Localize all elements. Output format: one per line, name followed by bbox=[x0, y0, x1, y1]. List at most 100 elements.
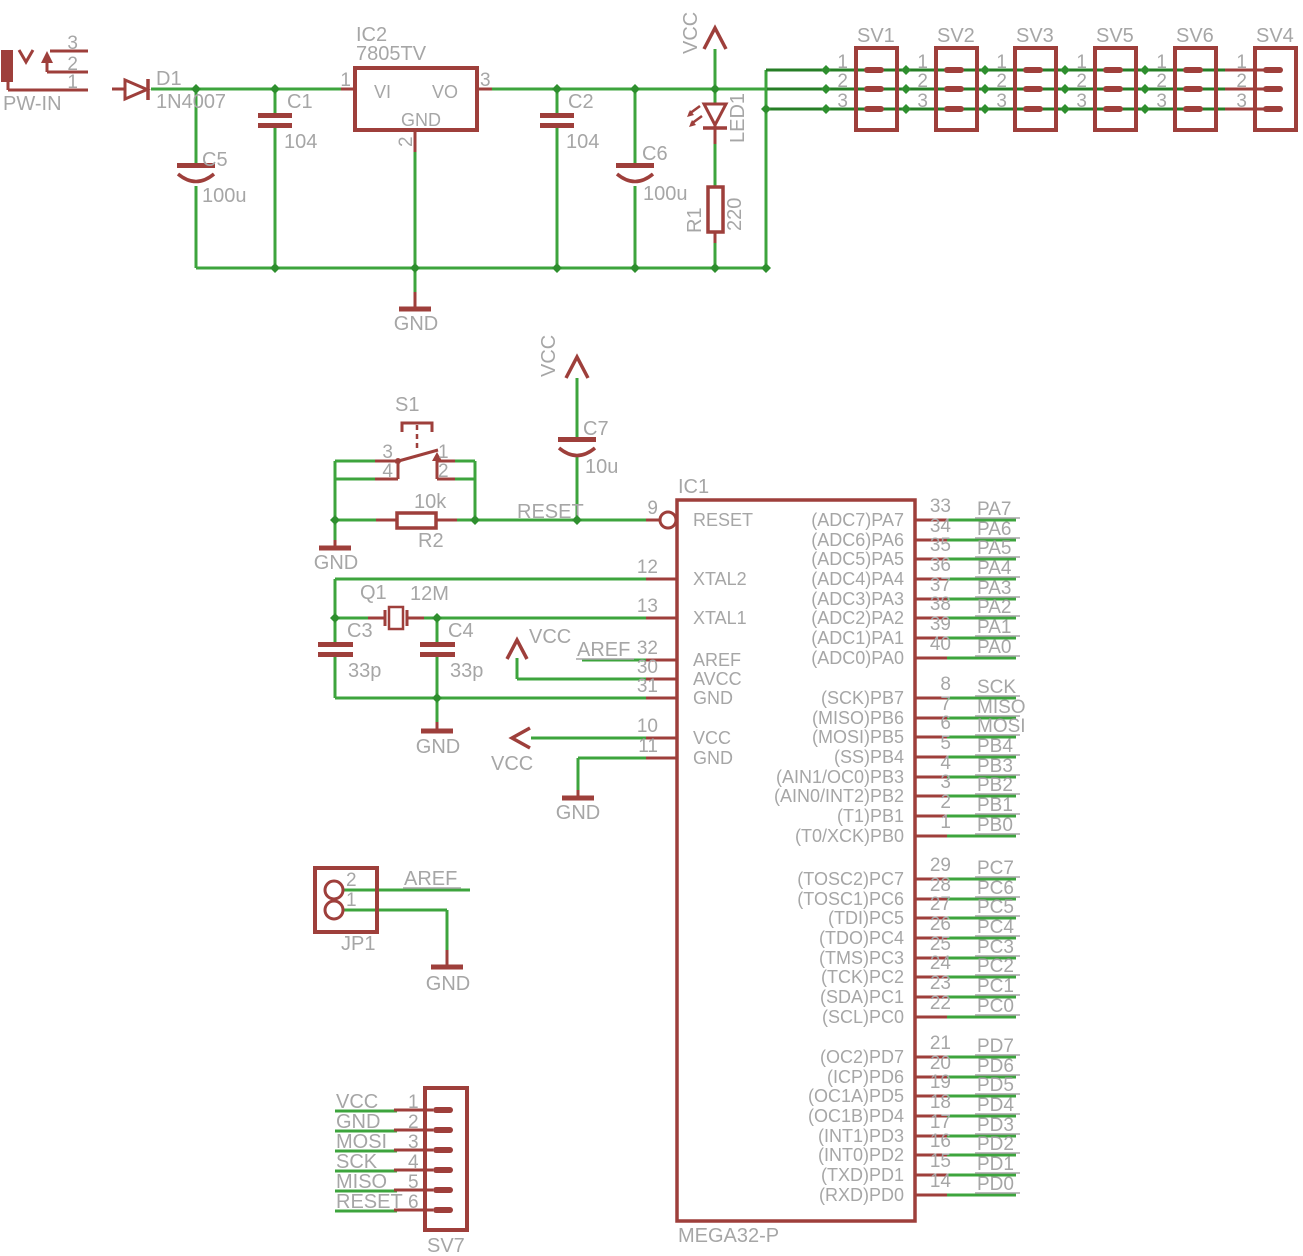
pin-number: 1 bbox=[408, 1092, 419, 1113]
part-value: 100u bbox=[643, 183, 688, 205]
pin-stub bbox=[433, 1127, 453, 1133]
pin-inner-label: (SDA)PC1 bbox=[820, 987, 904, 1007]
header-box bbox=[854, 46, 899, 132]
pin-number: 11 bbox=[638, 736, 658, 757]
pin-number: 1 bbox=[346, 890, 357, 911]
net-label: SCK bbox=[336, 1151, 378, 1173]
net-label: MOSI bbox=[977, 716, 1026, 737]
net-label: PC3 bbox=[977, 937, 1014, 958]
net-label: GND bbox=[314, 552, 358, 574]
pin-number: 20 bbox=[930, 1053, 951, 1074]
pin-number: 25 bbox=[930, 934, 951, 955]
cap-plate-icon bbox=[616, 163, 654, 168]
jumper-pin-circle bbox=[323, 899, 345, 921]
net-label: MOSI bbox=[336, 1131, 387, 1153]
pin-inner-label: (TXD)PD1 bbox=[821, 1165, 904, 1185]
pin-inner-label: (TOSC2)PC7 bbox=[797, 869, 904, 889]
pin-number: 2 bbox=[996, 71, 1007, 92]
junction-dot bbox=[1140, 84, 1150, 94]
header-title: SV1 bbox=[857, 25, 895, 47]
net-label: PD1 bbox=[977, 1154, 1014, 1175]
pin-inner-label: (ADC2)PA2 bbox=[811, 608, 904, 628]
pin-inner-label: VO bbox=[432, 82, 458, 102]
pin-number: 12 bbox=[637, 557, 658, 578]
junction-dot bbox=[980, 104, 990, 114]
cap-curved-plate-icon bbox=[615, 172, 655, 184]
pin-inner-label: (AIN0/INT2)PB2 bbox=[774, 786, 904, 806]
header-title: SV3 bbox=[1016, 25, 1054, 47]
pin-number: 3 bbox=[996, 91, 1007, 112]
pin-stub bbox=[1103, 67, 1123, 73]
cap-c1: C1 104 bbox=[258, 91, 317, 153]
pin-stub bbox=[1183, 67, 1203, 73]
pin-number: 1 bbox=[340, 70, 351, 91]
pin-inner-label: (T1)PB1 bbox=[837, 806, 904, 826]
pin-number: 1 bbox=[940, 812, 951, 833]
cap-c4: C4 33p bbox=[420, 620, 483, 682]
junction-dot bbox=[821, 65, 831, 75]
junction-dot bbox=[710, 84, 720, 94]
pin-inner-label: (ADC4)PA4 bbox=[811, 569, 904, 589]
pin-number: 36 bbox=[930, 555, 951, 576]
pin-number: 40 bbox=[930, 634, 951, 655]
pin-number: 23 bbox=[930, 973, 951, 994]
pin-number: 5 bbox=[940, 733, 951, 754]
net-label: VCC bbox=[538, 335, 560, 377]
cap-curved-plate-icon bbox=[557, 446, 597, 458]
pin-number: 3 bbox=[837, 91, 848, 112]
junction-dot bbox=[901, 84, 911, 94]
junction-dot bbox=[821, 84, 831, 94]
cap-plate-icon bbox=[318, 642, 353, 647]
pin-number: 17 bbox=[930, 1112, 951, 1133]
junction-dot bbox=[470, 515, 480, 525]
pin-number: 3 bbox=[1236, 91, 1247, 112]
net-label: PC4 bbox=[977, 917, 1014, 938]
part-value: 10u bbox=[585, 456, 618, 478]
pin-number: 5 bbox=[408, 1172, 419, 1193]
part-value: 1N4007 bbox=[156, 91, 226, 113]
pin-stub bbox=[864, 86, 884, 92]
header-box bbox=[1253, 46, 1298, 132]
part-designator: S1 bbox=[395, 394, 419, 416]
net-label: RESET bbox=[336, 1191, 403, 1213]
pin-inner-label: (ADC5)PA5 bbox=[811, 549, 904, 569]
part-designator: C7 bbox=[583, 418, 609, 440]
junction-dot bbox=[432, 613, 442, 623]
part-body bbox=[353, 66, 479, 132]
pin-number: 24 bbox=[930, 953, 952, 974]
gnd-symbol: GND bbox=[556, 790, 600, 824]
pin-number: 2 bbox=[837, 71, 848, 92]
pin-stub bbox=[433, 1187, 453, 1193]
mcu-body bbox=[675, 498, 917, 1223]
junction-dot bbox=[1060, 65, 1070, 75]
pin-stub bbox=[944, 67, 964, 73]
pin-inner-label: (MISO)PB6 bbox=[812, 708, 904, 728]
pin-number: 15 bbox=[930, 1151, 951, 1172]
pin-number: 4 bbox=[408, 1152, 419, 1173]
pin-stub bbox=[944, 106, 964, 112]
part-value: 220 bbox=[724, 198, 746, 231]
pin-stub bbox=[1103, 106, 1123, 112]
pin-number: 18 bbox=[930, 1092, 951, 1113]
junction-dot bbox=[330, 613, 340, 623]
